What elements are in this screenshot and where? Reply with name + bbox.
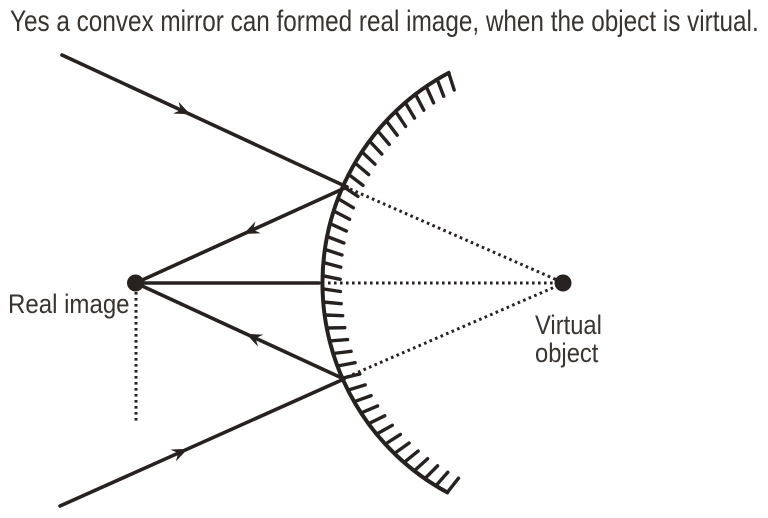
mirror-hatch xyxy=(384,119,399,137)
mirror-hatch xyxy=(323,313,345,318)
mirror-hatch xyxy=(445,476,461,495)
mirror-hatch xyxy=(325,234,346,245)
mirror-hatch xyxy=(424,84,436,105)
mirror-hatch xyxy=(320,274,342,281)
mirror-hatch xyxy=(353,161,371,177)
ray-incident-bottom-arrowhead xyxy=(170,448,188,462)
real-image-label: Real image xyxy=(8,289,130,319)
mirror-hatch xyxy=(447,71,456,92)
mirror-hatch xyxy=(423,464,440,481)
mirror-hatch xyxy=(374,423,394,436)
mirror-hatch xyxy=(434,470,450,488)
mirror-hatch xyxy=(320,287,343,294)
mirror-hatch xyxy=(327,337,350,343)
ray-incident-top-arrowhead xyxy=(173,101,191,115)
virtual-object-label: Virtual object xyxy=(535,311,602,367)
mirror-hatch xyxy=(346,383,367,392)
mirror-hatch xyxy=(323,247,344,257)
virtual-object-label-line1: Virtual xyxy=(535,310,602,340)
mirror-hatch xyxy=(335,361,357,368)
mirror-hatch xyxy=(435,77,446,98)
mirror-hatch xyxy=(360,150,377,166)
mirror-hatch xyxy=(347,172,365,188)
mirror-hatch xyxy=(321,300,343,306)
virtual-ray-top xyxy=(349,187,558,282)
virtual-ray-bottom xyxy=(346,284,558,379)
ray-incident-top xyxy=(60,53,349,189)
mirror-hatch xyxy=(331,349,353,356)
mirror-hatch xyxy=(412,457,430,473)
mirror-hatch xyxy=(383,432,403,446)
mirror-hatch xyxy=(332,209,352,222)
virtual-object-label-line2: object xyxy=(535,338,599,368)
ray-reflected-bottom-arrowhead xyxy=(246,333,264,347)
title-text: Yes a convex mirror can formed real imag… xyxy=(10,5,759,38)
mirror-hatch xyxy=(328,221,349,233)
mirror-hatch xyxy=(359,404,380,415)
mirror-hatch xyxy=(366,414,387,426)
mirror-hatch xyxy=(392,441,411,456)
mirror-hatch xyxy=(393,109,408,129)
mirror-hatch xyxy=(340,372,362,380)
real-image-point xyxy=(127,274,144,292)
mirror-hatch xyxy=(352,393,373,404)
mirror-arc xyxy=(320,70,451,495)
mirror-hatch xyxy=(367,139,384,156)
mirror-hatch xyxy=(375,128,391,147)
mirror-hatch xyxy=(336,196,356,210)
mirror-hatch xyxy=(413,92,426,112)
virtual-object-point xyxy=(554,274,572,292)
ray-reflected-bottom xyxy=(138,283,346,381)
mirror-hatch xyxy=(403,100,417,120)
ray-reflected-top-arrowhead xyxy=(243,221,261,234)
ray-incident-bottom xyxy=(58,377,346,508)
mirror-hatch xyxy=(402,449,420,465)
mirror-hatch xyxy=(321,260,343,269)
